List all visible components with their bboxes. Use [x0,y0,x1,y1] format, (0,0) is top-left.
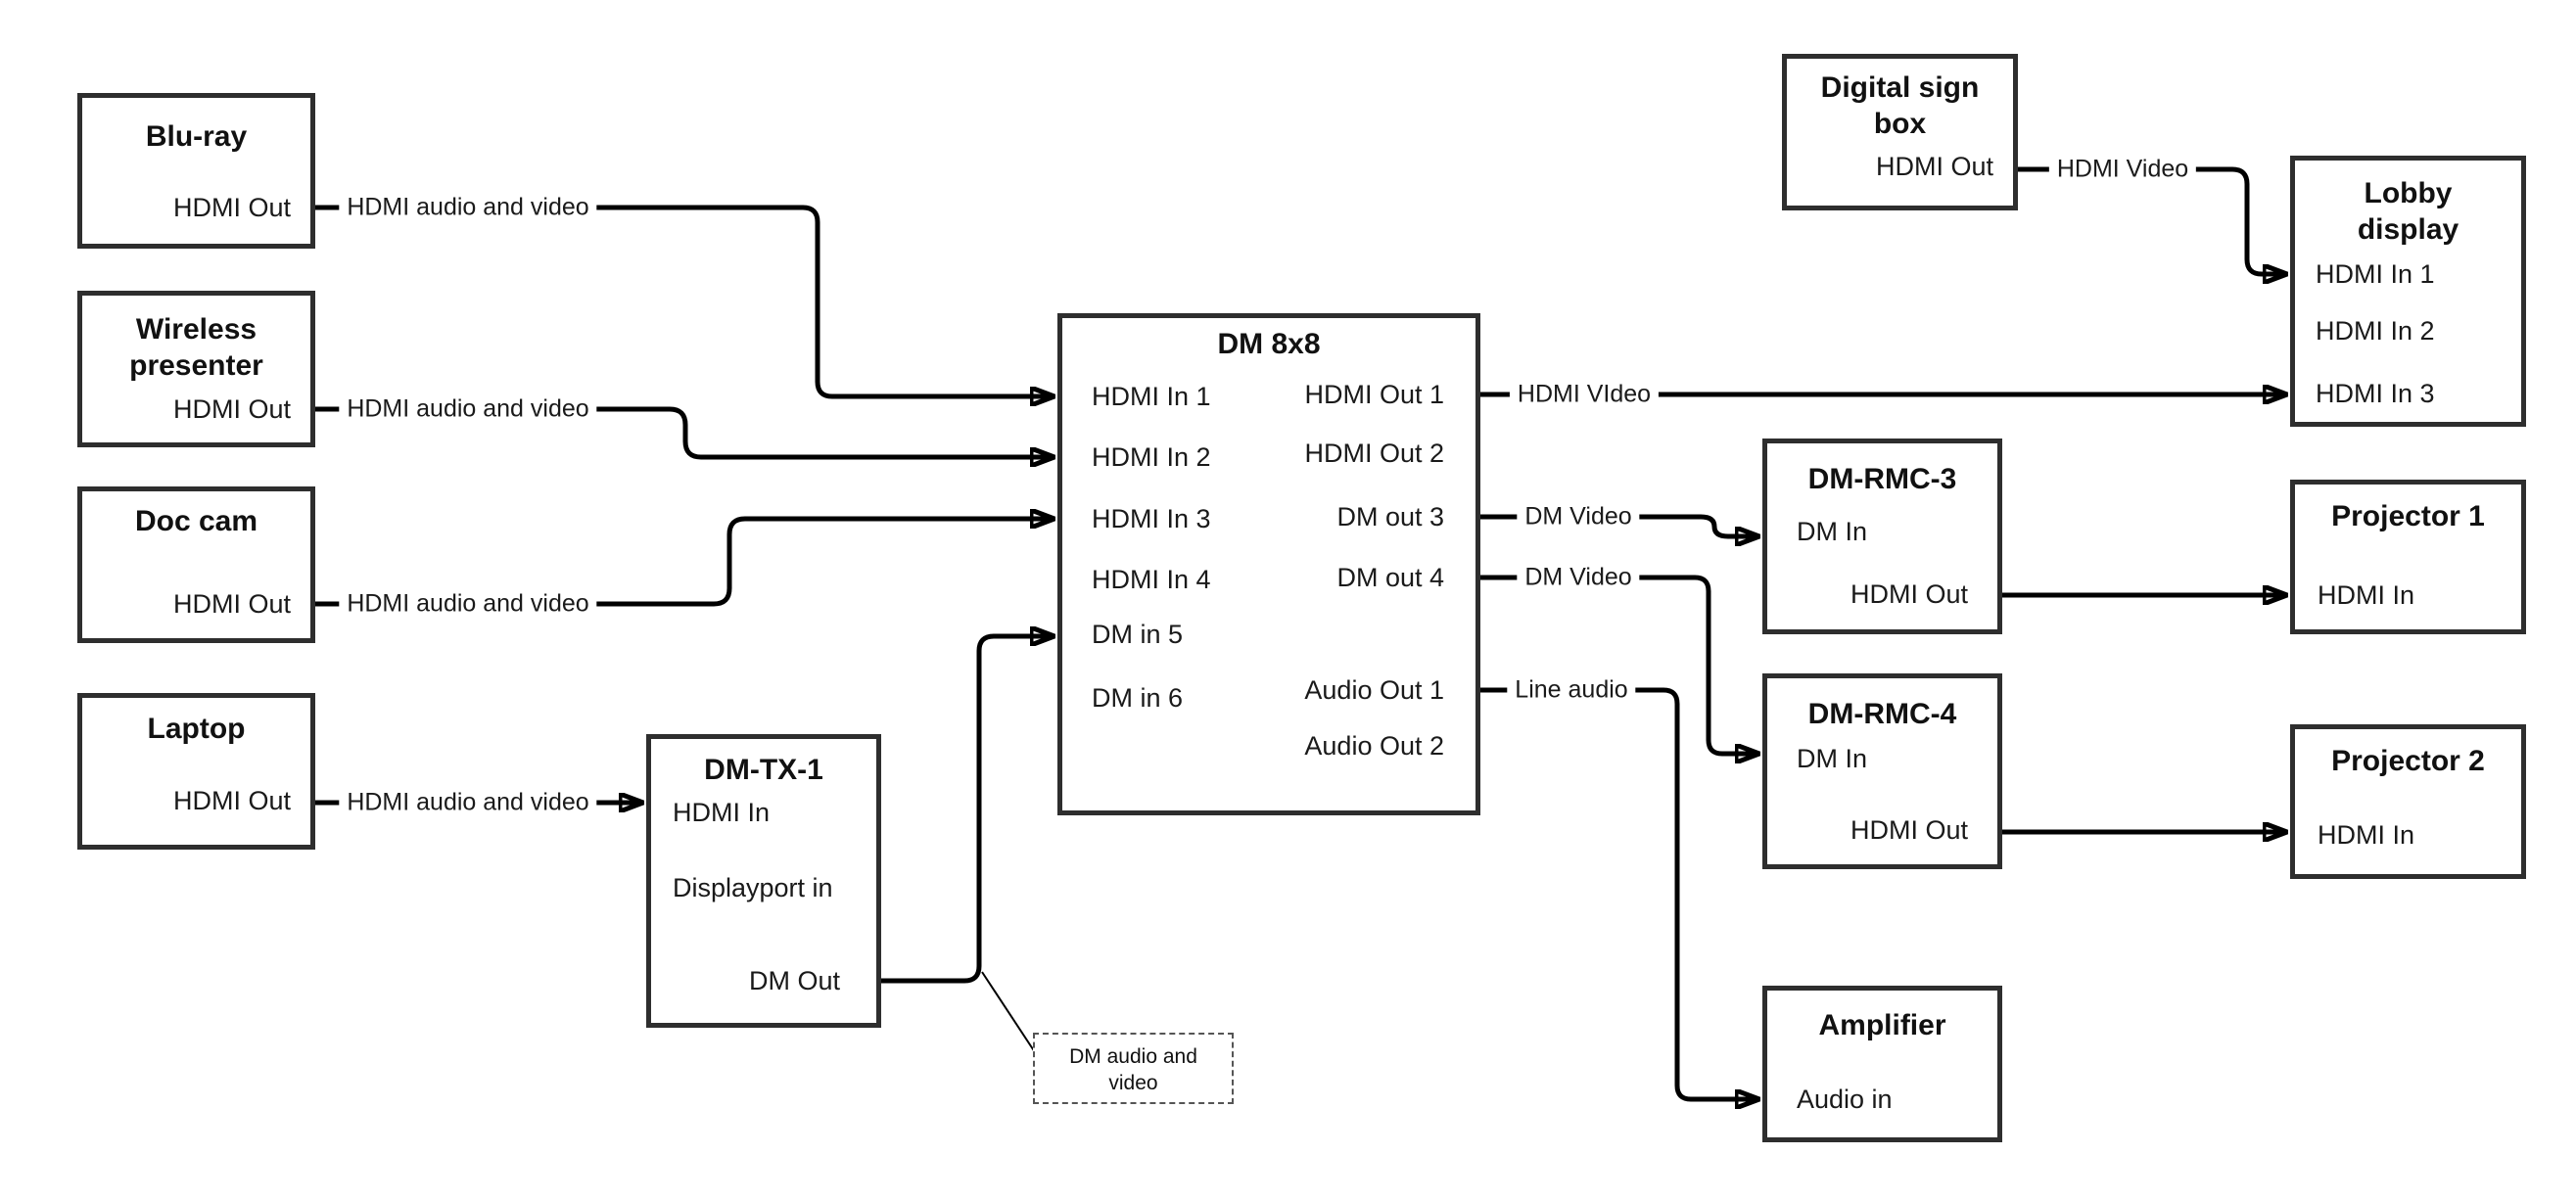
port-dm-in: DM In [1797,517,1868,546]
node-dm-8x8-switcher: DM 8x8 HDMI In 1 HDMI In 2 HDMI In 3 HDM… [1057,313,1480,815]
edge-dmtx1-to-dm8x8 [881,636,1054,984]
port-audio-out-1: Audio Out 1 [1304,675,1444,705]
edge-wireless-to-dm8x8 [315,406,1054,457]
port-audio-in: Audio in [1797,1085,1893,1114]
port-hdmi-in: HDMI In [673,798,771,827]
annotation-dm-audio-and-video: DM audio and video [1033,1033,1234,1104]
node-title-line: box [1873,108,1927,140]
port-dm-out-3: DM out 3 [1336,502,1444,531]
port-hdmi-in-1: HDMI In 1 [1092,382,1211,411]
node-title: DM-RMC-4 [1807,698,1957,730]
port-hdmi-out: HDMI Out [172,786,291,815]
node-title: Laptop [147,713,246,745]
node-title: Projector 1 [2331,500,2485,532]
edge-label-hdmi-video-out1: HDMI VIdeo [1509,380,1660,409]
port-dm-in-6: DM in 6 [1092,683,1184,713]
edge-audioout1-to-amplifier [1480,687,1758,1099]
port-audio-out-2: Audio Out 2 [1304,731,1444,761]
node-title: DM 8x8 [1217,328,1321,360]
edge-label-dm-video-out3: DM Video [1517,502,1640,531]
edge-label-dm-video-out4: DM Video [1517,563,1640,592]
node-title-line: presenter [129,349,263,382]
port-hdmi-out: HDMI Out [172,193,291,222]
port-dm-in-5: DM in 5 [1092,620,1184,649]
edge-bluray-to-dm8x8 [315,205,1054,396]
edge-dmout4-to-dmrmc4 [1480,575,1758,754]
port-hdmi-out: HDMI Out [1850,815,1968,845]
node-dm-rmc-4: DM-RMC-4 DM In HDMI Out [1762,673,2002,869]
port-dm-in: DM In [1797,744,1868,773]
annotation-callout-line [981,971,1036,1053]
edge-doccam-to-dm8x8 [315,519,1054,607]
port-dm-out-4: DM out 4 [1336,563,1444,592]
node-digital-sign-box: Digital sign box HDMI Out [1782,54,2018,210]
port-displayport-in: Displayport in [673,873,833,902]
edge-dmout3-to-dmrmc3 [1480,514,1758,536]
node-title-line: Wireless [135,313,258,346]
node-title: Lobby display [2295,175,2521,248]
node-title: Blu-ray [145,120,248,153]
port-hdmi-in-3: HDMI In 3 [1092,504,1211,533]
port-dm-out: DM Out [748,966,840,995]
edge-label-bluray: HDMI audio and video [339,193,597,222]
edge-label-line-audio: Line audio [1507,675,1636,705]
port-hdmi-out: HDMI Out [1850,579,1968,609]
node-projector-1: Projector 1 HDMI In [2290,480,2526,634]
node-title: DM-RMC-3 [1807,463,1957,495]
port-hdmi-in-3: HDMI In 3 [2316,379,2435,408]
port-hdmi-out-2: HDMI Out 2 [1304,439,1444,468]
node-bluray: Blu-ray HDMI Out [77,93,315,249]
edge-label-hdmi-video-sign: HDMI Video [2048,155,2197,184]
port-hdmi-in: HDMI In [2318,820,2415,850]
edge-label-doccam: HDMI audio and video [339,589,597,619]
node-amplifier: Amplifier Audio in [1762,986,2002,1142]
port-hdmi-in-1: HDMI In 1 [2316,259,2435,289]
node-title: Wireless presenter [82,311,310,384]
node-lobby-display: Lobby display HDMI In 1 HDMI In 2 HDMI I… [2290,156,2526,427]
port-hdmi-out: HDMI Out [1875,152,1993,181]
port-hdmi-in: HDMI In [2318,580,2415,610]
node-title-line: display [2357,213,2459,246]
annotation-line: video [1108,1072,1158,1094]
port-hdmi-in-2: HDMI In 2 [1092,442,1211,472]
node-dm-tx-1: DM-TX-1 HDMI In Displayport in DM Out [646,734,881,1028]
node-wireless-presenter: Wireless presenter HDMI Out [77,291,315,447]
node-title-line: Digital sign [1820,71,1980,104]
node-title: Doc cam [134,505,258,537]
node-doc-cam: Doc cam HDMI Out [77,486,315,643]
edge-label-laptop: HDMI audio and video [339,788,597,817]
port-hdmi-out: HDMI Out [172,394,291,424]
node-title: DM-TX-1 [704,754,823,786]
annotation-line: DM audio and [1069,1045,1197,1068]
node-title-line: Lobby [2364,177,2453,209]
edge-digitalsign-to-lobby [2018,166,2286,274]
port-hdmi-out: HDMI Out [172,589,291,619]
node-laptop: Laptop HDMI Out [77,693,315,850]
port-hdmi-out-1: HDMI Out 1 [1304,380,1444,409]
node-projector-2: Projector 2 HDMI In [2290,724,2526,879]
node-dm-rmc-3: DM-RMC-3 DM In HDMI Out [1762,439,2002,634]
port-hdmi-in-2: HDMI In 2 [2316,316,2435,346]
node-title: Digital sign box [1787,69,2013,142]
port-hdmi-in-4: HDMI In 4 [1092,565,1211,594]
edge-label-wireless: HDMI audio and video [339,394,597,424]
node-title: Projector 2 [2331,745,2485,777]
node-title: Amplifier [1818,1009,1946,1041]
